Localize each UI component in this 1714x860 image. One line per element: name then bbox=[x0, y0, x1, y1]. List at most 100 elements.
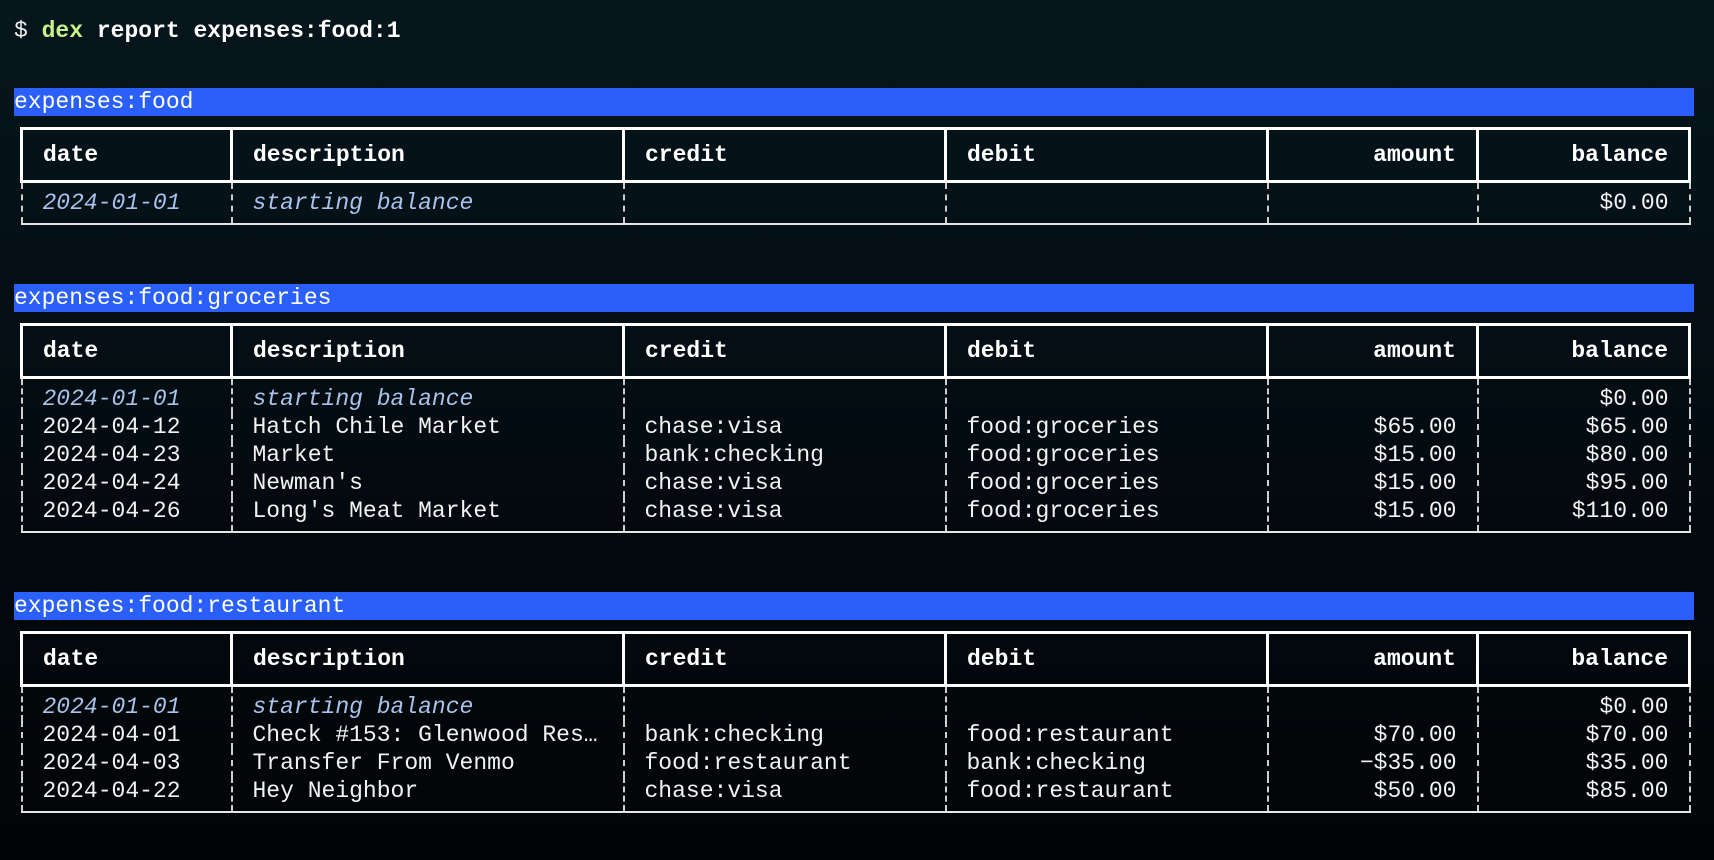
table-row: 2024-04-23 Market bank:checking food:gro… bbox=[20, 441, 1691, 469]
column-header-balance: balance bbox=[1476, 631, 1691, 687]
cell-balance: $0.00 bbox=[1476, 377, 1691, 413]
cell-date: 2024-01-01 bbox=[20, 377, 233, 413]
cell-debit: bank:checking bbox=[944, 749, 1269, 777]
cell-date: 2024-04-03 bbox=[20, 749, 233, 777]
cell-date: 2024-04-22 bbox=[20, 777, 233, 813]
cell-balance: $80.00 bbox=[1476, 441, 1691, 469]
cell-amount bbox=[1266, 377, 1479, 413]
cell-balance: $70.00 bbox=[1476, 721, 1691, 749]
column-header-debit: debit bbox=[944, 631, 1269, 687]
cell-debit bbox=[944, 685, 1269, 721]
section-header-groceries: expenses:food:groceries bbox=[14, 284, 1694, 312]
cell-description: starting balance bbox=[230, 181, 625, 225]
cell-description: Newman's bbox=[230, 469, 625, 497]
cell-description: Market bbox=[230, 441, 625, 469]
ledger-table-restaurant: date description credit debit amount bal… bbox=[20, 631, 1691, 813]
cell-credit: bank:checking bbox=[622, 441, 947, 469]
prompt-sigil: $ bbox=[14, 18, 28, 44]
cell-debit: food:restaurant bbox=[944, 777, 1269, 813]
cell-credit: chase:visa bbox=[622, 413, 947, 441]
cell-debit: food:groceries bbox=[944, 469, 1269, 497]
column-header-description: description bbox=[230, 323, 625, 379]
cell-debit: food:restaurant bbox=[944, 721, 1269, 749]
cell-debit: food:groceries bbox=[944, 413, 1269, 441]
cell-debit: food:groceries bbox=[944, 441, 1269, 469]
cell-description: Transfer From Venmo bbox=[230, 749, 625, 777]
command-line: $ dex report expenses:food:1 bbox=[14, 16, 401, 46]
ledger-table-food: date description credit debit amount bal… bbox=[20, 127, 1691, 225]
cell-date: 2024-01-01 bbox=[20, 685, 233, 721]
column-header-debit: debit bbox=[944, 127, 1269, 183]
table-row: 2024-04-01 Check #153: Glenwood Res… ban… bbox=[20, 721, 1691, 749]
cell-credit: chase:visa bbox=[622, 777, 947, 813]
cell-description: Check #153: Glenwood Res… bbox=[230, 721, 625, 749]
cell-amount: $70.00 bbox=[1266, 721, 1479, 749]
table-header-row: date description credit debit amount bal… bbox=[20, 631, 1691, 687]
cell-balance: $0.00 bbox=[1476, 685, 1691, 721]
column-header-credit: credit bbox=[622, 631, 947, 687]
cell-debit: food:groceries bbox=[944, 497, 1269, 533]
cell-credit: chase:visa bbox=[622, 497, 947, 533]
cell-balance: $35.00 bbox=[1476, 749, 1691, 777]
cell-debit bbox=[944, 377, 1269, 413]
table-row: 2024-04-22 Hey Neighbor chase:visa food:… bbox=[20, 777, 1691, 813]
column-header-date: date bbox=[20, 127, 233, 183]
command-name: dex bbox=[41, 18, 84, 44]
ledger-table-groceries: date description credit debit amount bal… bbox=[20, 323, 1691, 533]
cell-date: 2024-04-12 bbox=[20, 413, 233, 441]
cell-amount: $15.00 bbox=[1266, 469, 1479, 497]
cell-credit bbox=[622, 181, 947, 225]
cell-amount bbox=[1266, 181, 1479, 225]
cell-amount: $15.00 bbox=[1266, 441, 1479, 469]
table-row: 2024-04-26 Long's Meat Market chase:visa… bbox=[20, 497, 1691, 533]
cell-amount bbox=[1266, 685, 1479, 721]
column-header-date: date bbox=[20, 323, 233, 379]
cell-balance: $85.00 bbox=[1476, 777, 1691, 813]
cell-credit: chase:visa bbox=[622, 469, 947, 497]
cell-date: 2024-04-23 bbox=[20, 441, 233, 469]
table-row: 2024-01-01 starting balance $0.00 bbox=[20, 377, 1691, 413]
cell-balance: $95.00 bbox=[1476, 469, 1691, 497]
table-row: 2024-01-01 starting balance $0.00 bbox=[20, 181, 1691, 225]
cell-credit bbox=[622, 685, 947, 721]
cell-balance: $110.00 bbox=[1476, 497, 1691, 533]
cell-credit: food:restaurant bbox=[622, 749, 947, 777]
cell-balance: $0.00 bbox=[1476, 181, 1691, 225]
cell-credit: bank:checking bbox=[622, 721, 947, 749]
section-header-restaurant: expenses:food:restaurant bbox=[14, 592, 1694, 620]
cell-amount: $65.00 bbox=[1266, 413, 1479, 441]
table-row: 2024-01-01 starting balance $0.00 bbox=[20, 685, 1691, 721]
column-header-description: description bbox=[230, 631, 625, 687]
cell-date: 2024-04-24 bbox=[20, 469, 233, 497]
table-row: 2024-04-24 Newman's chase:visa food:groc… bbox=[20, 469, 1691, 497]
cell-date: 2024-04-01 bbox=[20, 721, 233, 749]
table-header-row: date description credit debit amount bal… bbox=[20, 127, 1691, 183]
column-header-debit: debit bbox=[944, 323, 1269, 379]
table-row: 2024-04-03 Transfer From Venmo food:rest… bbox=[20, 749, 1691, 777]
cell-description: Hey Neighbor bbox=[230, 777, 625, 813]
column-header-description: description bbox=[230, 127, 625, 183]
cell-credit bbox=[622, 377, 947, 413]
column-header-amount: amount bbox=[1266, 323, 1479, 379]
table-row: 2024-04-12 Hatch Chile Market chase:visa… bbox=[20, 413, 1691, 441]
cell-amount: $15.00 bbox=[1266, 497, 1479, 533]
command-args: report expenses:food:1 bbox=[96, 18, 401, 44]
cell-description: starting balance bbox=[230, 685, 625, 721]
cell-balance: $65.00 bbox=[1476, 413, 1691, 441]
column-header-amount: amount bbox=[1266, 127, 1479, 183]
column-header-balance: balance bbox=[1476, 323, 1691, 379]
cell-amount: −$35.00 bbox=[1266, 749, 1479, 777]
cell-date: 2024-01-01 bbox=[20, 181, 233, 225]
column-header-amount: amount bbox=[1266, 631, 1479, 687]
cell-description: starting balance bbox=[230, 377, 625, 413]
column-header-credit: credit bbox=[622, 323, 947, 379]
column-header-credit: credit bbox=[622, 127, 947, 183]
cell-debit bbox=[944, 181, 1269, 225]
column-header-date: date bbox=[20, 631, 233, 687]
section-header-food: expenses:food bbox=[14, 88, 1694, 116]
cell-description: Long's Meat Market bbox=[230, 497, 625, 533]
table-header-row: date description credit debit amount bal… bbox=[20, 323, 1691, 379]
cell-date: 2024-04-26 bbox=[20, 497, 233, 533]
column-header-balance: balance bbox=[1476, 127, 1691, 183]
cell-description: Hatch Chile Market bbox=[230, 413, 625, 441]
